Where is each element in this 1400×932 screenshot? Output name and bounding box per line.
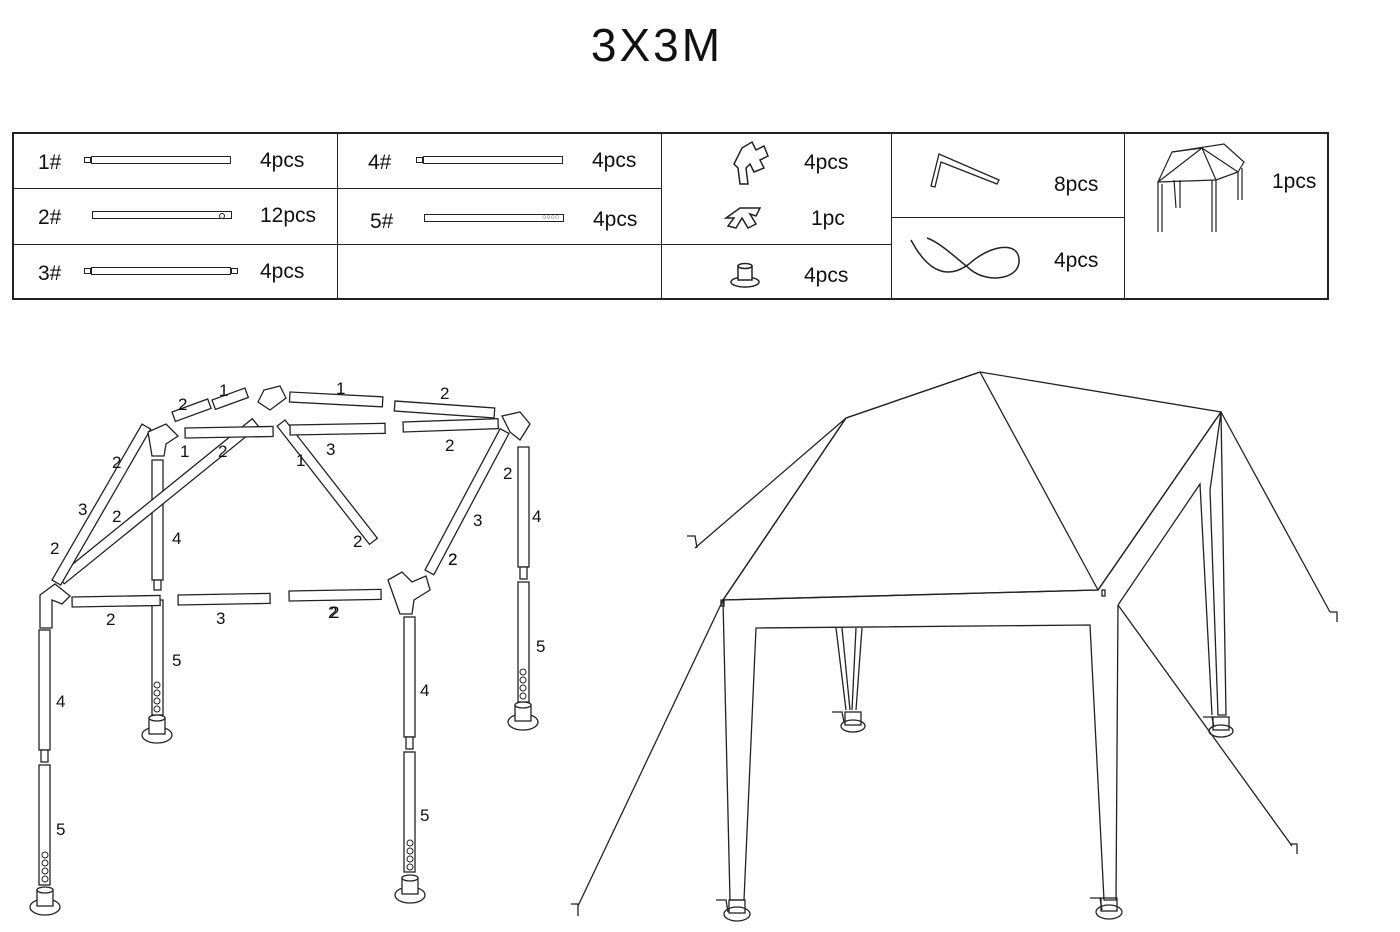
part-4-label: 4# [368,151,392,174]
part-5-label: 5# [370,210,394,233]
diagram-label: 4 [532,507,541,526]
diagram-label: 2 [112,507,121,526]
canopy-icon [1157,143,1245,232]
part-2-label: 2# [38,206,62,229]
part-3-label: 3# [38,262,62,285]
diagram-label: 2 [106,610,115,629]
assembled-canopy-diagram [571,371,1338,922]
stake-icon [930,153,1000,188]
diagram-label: 5 [56,820,65,839]
diagram-label: 2 [50,539,59,558]
top-connector-qty: 1pc [811,207,845,230]
diagram-label: 5 [420,806,429,825]
pipe-5-icon: ○○○○ [424,214,564,222]
table-divider [1124,134,1125,298]
diagram-label: 1 [180,442,189,461]
pipe-4-icon [423,156,563,164]
pipe-4-end [416,157,423,163]
part-1-qty: 4pcs [260,149,305,172]
diagram-label: 1 [296,451,305,470]
part-3-qty: 4pcs [260,260,305,283]
rope-qty: 4pcs [1054,249,1099,272]
diagram-label: 1 [336,379,345,398]
diagram-label: 5 [536,637,545,656]
diagram-label: 2 [503,464,512,483]
diagram-label: 3 [78,500,87,519]
part-5-qty: 4pcs [593,208,638,231]
diagram-label: 2 [218,442,227,461]
diagram-label: 4 [420,681,429,700]
canopy-qty: 1pcs [1272,170,1317,193]
stake-qty: 8pcs [1054,173,1099,196]
pipe-3-icon [91,267,231,275]
corner-connector-icon [733,140,769,185]
table-divider [891,217,1124,218]
table-divider [337,134,338,298]
diagram-label: 2 [448,550,457,569]
rope-icon [910,237,1020,279]
diagram-label: 2 [328,603,337,622]
frame-assembly-diagram: 1 2 2 1 1 2 1 3 2 2 2 2 3 2 2 4 2 3 2 4 … [29,379,545,916]
diagram-label: 3 [216,609,225,628]
top-connector-icon [723,207,762,229]
table-divider [14,244,891,245]
part-2-qty: 12pcs [260,204,317,227]
parts-table: 1# 4pcs 2# 12pcs 3# 4pcs 4# 4pcs 5# ○○○○… [12,132,1329,300]
pipe-1-end [84,157,91,163]
part-1-label: 1# [38,151,62,174]
connector-qty: 4pcs [804,151,849,174]
diagram-label: 2 [353,532,362,551]
diagram-label: 2 [445,436,454,455]
diagram-label: 4 [56,692,65,711]
diagram-label: 3 [326,440,335,459]
pipe-2-icon [92,211,232,219]
diagram-label: 4 [172,529,181,548]
table-divider [14,188,661,189]
diagram-label: 2 [448,550,457,569]
diagram-label: 2 [330,603,339,622]
page-title: 3X3M [590,19,724,71]
pipe-3-end [231,268,238,274]
table-divider [891,134,892,298]
pipe-1-icon [91,156,231,164]
foot-base-icon [730,262,760,288]
part-4-qty: 4pcs [592,149,637,172]
diagram-label: 1 [219,381,228,400]
foot-qty: 4pcs [804,264,849,287]
table-divider [661,134,662,298]
diagram-label: 2 [178,395,187,414]
diagram-label: 5 [172,651,181,670]
diagram-label: 3 [473,511,482,530]
diagram-label: 2 [440,384,449,403]
diagram-label: 2 [112,453,121,472]
pipe-3-end [84,268,91,274]
